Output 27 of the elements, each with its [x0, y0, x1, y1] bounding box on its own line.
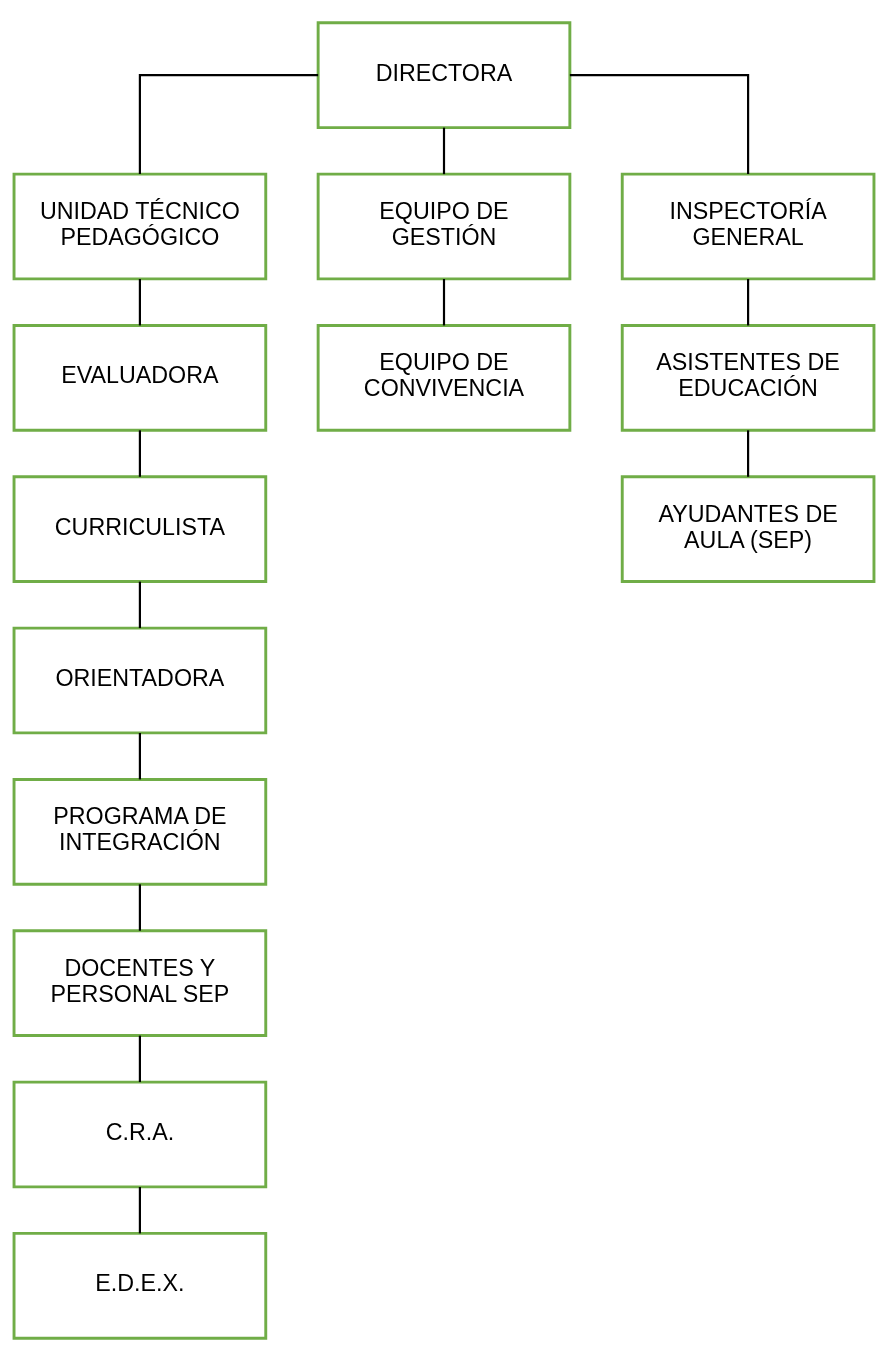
- connector: [138, 279, 141, 326]
- node-box: UNIDAD TÉCNICO PEDAGÓGICO: [12, 172, 268, 281]
- node-box: EVALUADORA: [12, 324, 268, 432]
- connector: [138, 74, 319, 175]
- node-box: INSPECTORÍA GENERAL: [620, 172, 876, 281]
- connector: [138, 733, 141, 780]
- connector: [138, 1035, 141, 1083]
- node-box: DOCENTES Y PERSONAL SEP: [12, 929, 268, 1037]
- node-box: C.R.A.: [12, 1080, 268, 1189]
- connector: [442, 127, 446, 175]
- node-box: CURRICULISTA: [12, 475, 268, 583]
- connector: [138, 1186, 141, 1234]
- connector: [138, 581, 141, 629]
- connector: [442, 279, 446, 326]
- node-box: AYUDANTES DE AULA (SEP): [620, 475, 876, 583]
- node-box: EQUIPO DE CONVIVENCIA: [316, 324, 572, 432]
- node-box: E.D.E.X.: [12, 1231, 268, 1340]
- node-box: EQUIPO DE GESTIÓN: [316, 172, 572, 281]
- connector: [747, 279, 750, 326]
- connector: [747, 430, 750, 477]
- node-box: ORIENTADORA: [12, 626, 268, 735]
- connector: [138, 430, 141, 477]
- connector: [138, 884, 141, 931]
- node-box: PROGRAMA DE INTEGRACIÓN: [12, 778, 268, 886]
- connector: [569, 74, 750, 175]
- node-box: ASISTENTES DE EDUCACIÓN: [620, 324, 876, 432]
- node-box: DIRECTORA: [316, 21, 572, 130]
